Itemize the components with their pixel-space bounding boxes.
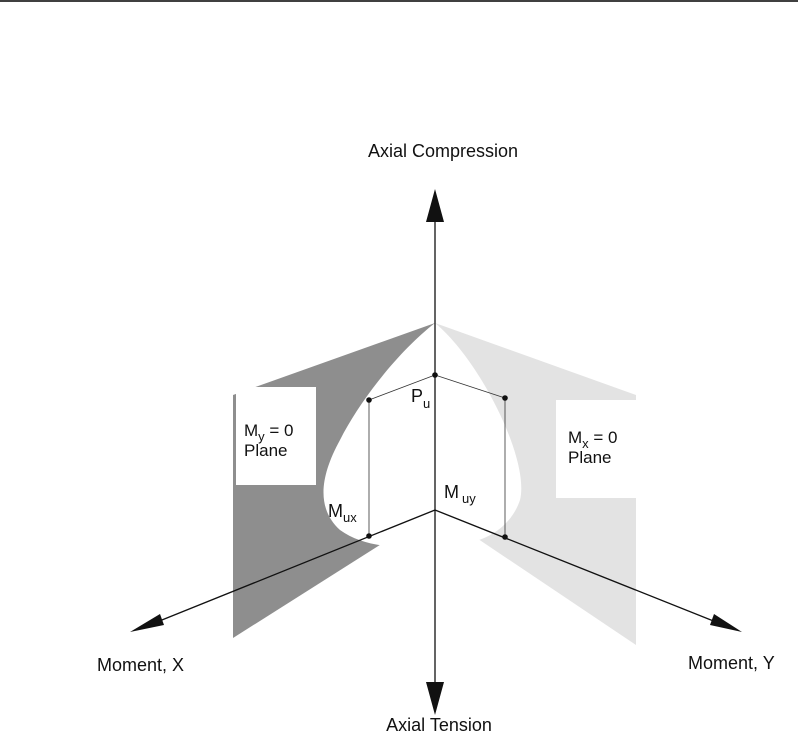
- moment-y-arrowhead: [710, 614, 742, 632]
- my-plane-label: My = 0: [244, 421, 294, 444]
- moment-y-axis: [434, 509, 727, 627]
- my-plane-label-box: [236, 387, 316, 485]
- moment-x-axis: [146, 509, 436, 627]
- pu-point: [432, 372, 438, 378]
- axial-tension-label: Axial Tension: [386, 715, 492, 734]
- axial-tension-arrowhead: [426, 682, 444, 715]
- guide-lines: [368, 374, 506, 537]
- mux-top-point: [366, 397, 372, 403]
- mx-plane-label-box: [556, 400, 636, 498]
- axial-compression-label: Axial Compression: [368, 141, 518, 161]
- key-points: [366, 372, 508, 540]
- muy-point: [502, 534, 508, 540]
- muy-top-point: [502, 395, 508, 401]
- pu-label: Pu: [411, 386, 430, 411]
- axial-compression-arrowhead: [426, 189, 444, 222]
- moment-x-arrowhead: [130, 614, 164, 632]
- mux-point: [366, 533, 372, 539]
- my-plane-label-line2: Plane: [244, 441, 287, 460]
- mux-label: Mux: [328, 501, 357, 525]
- mx-plane-label: Mx = 0: [568, 428, 618, 451]
- interaction-surface: [323, 323, 522, 548]
- moment-y-label: Moment, Y: [688, 653, 775, 673]
- moment-axes: [146, 509, 727, 627]
- mx-plane-label-line2: Plane: [568, 448, 611, 467]
- moment-x-label: Moment, X: [97, 655, 184, 675]
